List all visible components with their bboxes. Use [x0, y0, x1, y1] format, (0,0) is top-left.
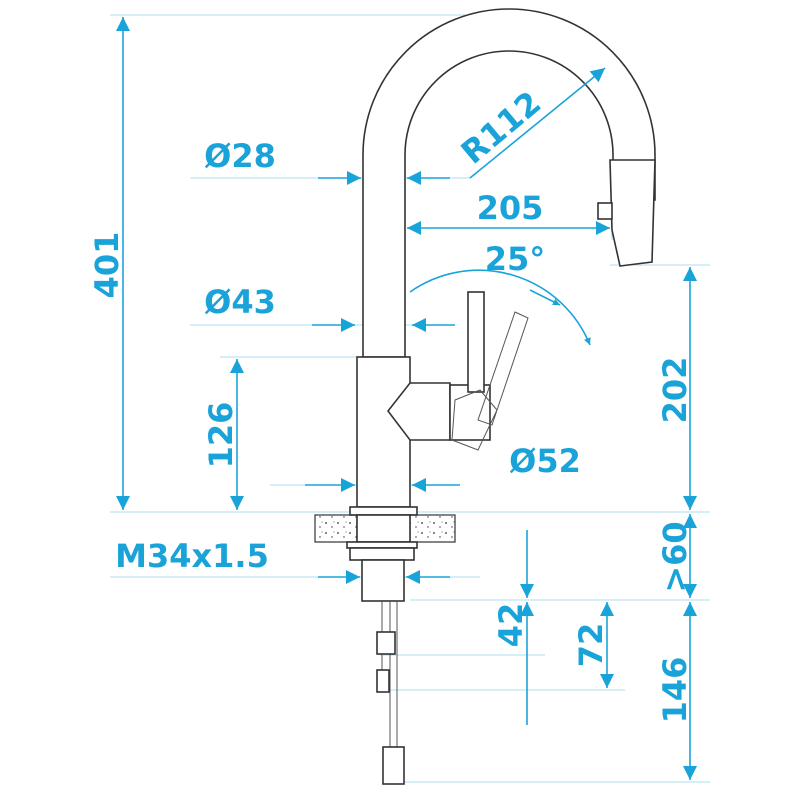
label-202: 202	[656, 357, 694, 424]
label-dia-43: Ø43	[204, 283, 276, 321]
label-dia-52: Ø52	[509, 442, 581, 480]
label-126: 126	[202, 402, 240, 469]
lever	[467, 291, 485, 393]
label-72: 72	[572, 623, 610, 668]
hose-end	[382, 746, 405, 785]
label-205: 205	[477, 189, 544, 227]
label-401: 401	[88, 232, 126, 299]
column	[356, 356, 411, 508]
label-42: 42	[492, 603, 530, 648]
spout-arc	[362, 8, 656, 358]
countertop-left	[314, 514, 358, 543]
label-r112: R112	[454, 84, 548, 172]
label-25-degrees: 25°	[485, 240, 546, 278]
washer	[346, 541, 418, 549]
hose-fitting-2	[376, 669, 390, 693]
nut	[349, 547, 415, 561]
spray-button	[597, 202, 613, 220]
handle-cap	[449, 384, 491, 441]
dimension-lines	[116, 17, 697, 780]
lever-tilted	[451, 311, 529, 451]
label-thread: M34x1.5	[115, 537, 269, 575]
spray-head	[609, 159, 656, 267]
label-146: 146	[656, 657, 694, 724]
hose-fitting-1	[376, 631, 396, 655]
threaded-shank	[361, 559, 405, 602]
label-dia-28: Ø28	[204, 137, 276, 175]
label-min-60: >60	[656, 521, 694, 592]
faucet	[314, 8, 656, 785]
countertop-right	[409, 514, 456, 543]
base-ring	[349, 506, 418, 516]
handle-hub	[386, 382, 451, 441]
